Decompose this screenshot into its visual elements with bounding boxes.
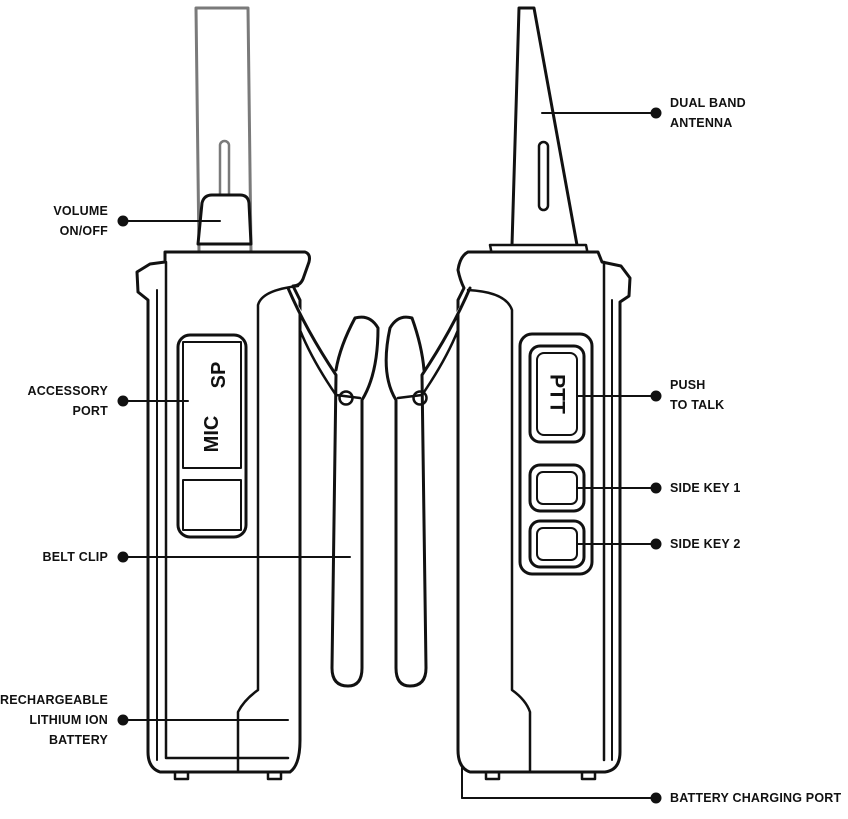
antenna-label-line-2: ANTENNA xyxy=(670,116,733,130)
accessory-port-label-line-2: PORT xyxy=(72,404,108,418)
battery-label-line-1: RECHARGEABLE xyxy=(0,693,108,707)
ptt-button-label: PTT xyxy=(546,374,569,414)
volume-label-line-2: ON/OFF xyxy=(59,224,108,238)
right-antenna-slot xyxy=(537,140,550,212)
volume-label-line-1: VOLUME xyxy=(53,204,108,218)
accessory-port-cover xyxy=(176,333,248,539)
accessory-port-label-line-1: ACCESSORY xyxy=(27,384,108,398)
side-button-panel xyxy=(518,332,594,576)
push-to-talk-label: PUSH TO TALK xyxy=(670,375,724,415)
antenna-label-line-1: DUAL BAND xyxy=(670,96,746,110)
charging-port-label: BATTERY CHARGING PORT xyxy=(670,788,841,808)
left-belt-clip xyxy=(286,286,380,688)
right-belt-clip xyxy=(384,286,472,688)
mic-port-label: MIC xyxy=(201,416,223,453)
side-key-2-label: SIDE KEY 2 xyxy=(670,534,741,554)
belt-clip-label: BELT CLIP xyxy=(43,547,108,567)
right-radio xyxy=(384,6,632,799)
left-radio xyxy=(135,6,380,781)
right-antenna xyxy=(510,6,579,247)
leader-lines xyxy=(117,107,662,804)
antenna-label: DUAL BAND ANTENNA xyxy=(670,93,746,133)
battery-label-line-3: BATTERY xyxy=(48,733,108,747)
push-to-talk-label-line-2: TO TALK xyxy=(670,398,725,412)
battery-label: RECHARGEABLE LITHIUM ION BATTERY xyxy=(0,690,108,750)
belt-clip-label-line-1: BELT CLIP xyxy=(42,550,108,564)
side-key-2-label-line-1: SIDE KEY 2 xyxy=(670,537,741,551)
volume-label: VOLUME ON/OFF xyxy=(53,201,108,241)
side-key-1-label: SIDE KEY 1 xyxy=(670,478,741,498)
ptt-button xyxy=(528,344,586,444)
battery-label-line-2: LITHIUM ION xyxy=(29,713,108,727)
sp-port-label: SP xyxy=(208,362,230,389)
volume-knob xyxy=(196,193,253,246)
push-to-talk-label-line-1: PUSH xyxy=(670,378,706,392)
side-key-1-label-line-1: SIDE KEY 1 xyxy=(670,481,741,495)
left-radio-body xyxy=(135,250,311,774)
left-antenna xyxy=(194,6,253,254)
charging-port-label-line-1: BATTERY CHARGING PORT xyxy=(670,791,842,805)
accessory-port-label: ACCESSORY PORT xyxy=(27,381,108,421)
